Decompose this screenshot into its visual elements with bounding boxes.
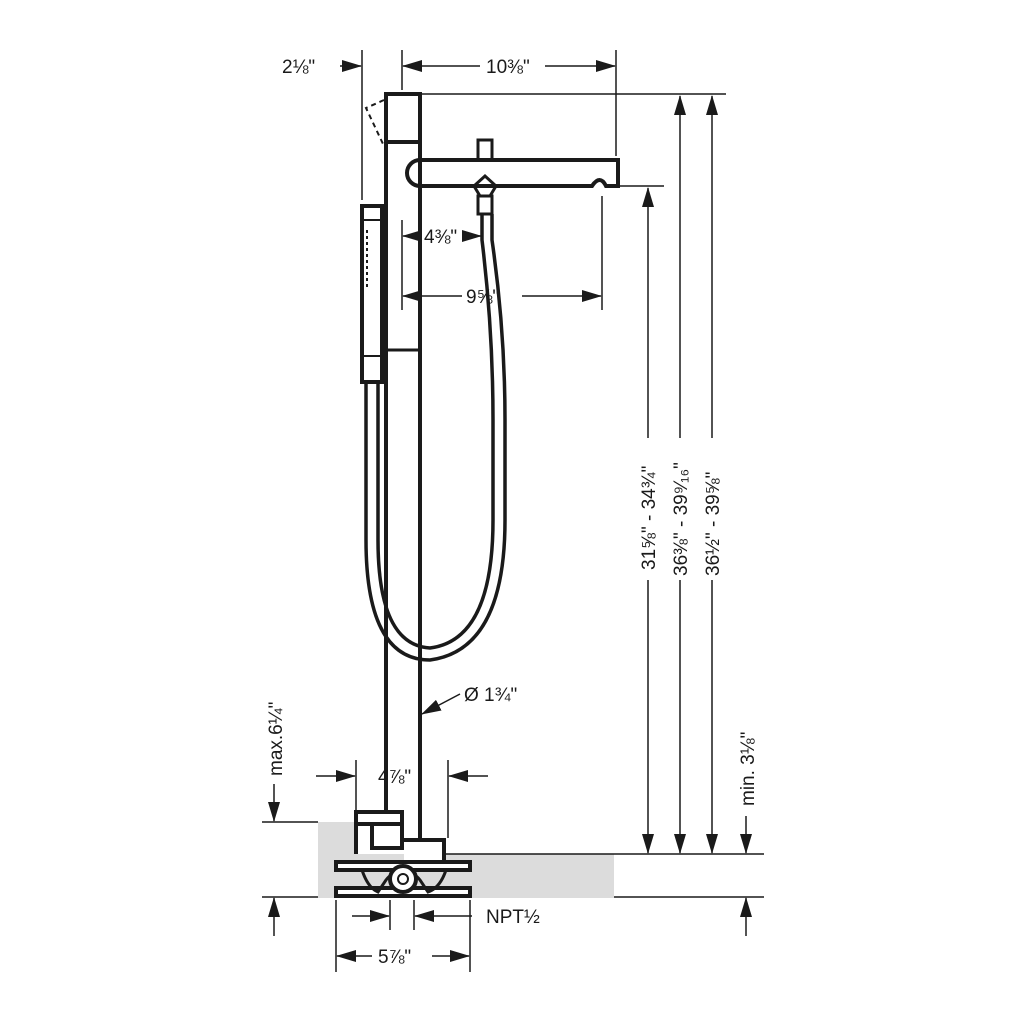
dim-max-floor-depth: max.6¼" bbox=[266, 702, 287, 776]
rotation-indicator bbox=[364, 99, 385, 147]
hand-shower-body bbox=[360, 204, 384, 384]
hose bbox=[364, 214, 507, 662]
dimension-labels: 2⅛" 10⅜" 4⅜" 9⅝" 31⅝" - 34¾" 36⅜" - 39⁹⁄… bbox=[266, 57, 759, 968]
dim-spout-to-diverter: 4⅜" bbox=[424, 227, 457, 248]
dim-rough-width: 5⅞" bbox=[378, 947, 411, 968]
diameter-leader bbox=[421, 693, 461, 715]
dim-handshower-offset: 2⅛" bbox=[282, 57, 315, 78]
dim-handle-height: 36⅜" - 39⁹⁄₁₆" bbox=[671, 462, 692, 576]
column bbox=[364, 92, 726, 840]
dim-connection: NPT½ bbox=[486, 907, 540, 928]
dim-trim-plate-width: 4⅞" bbox=[378, 767, 411, 788]
base-assembly bbox=[334, 810, 472, 898]
dim-spout-height: 31⅝" - 34¾" bbox=[639, 466, 660, 570]
trim-plate-top bbox=[354, 810, 404, 826]
dim-column-diameter: Ø 1¾" bbox=[464, 685, 517, 706]
dim-overall-height: 36½" - 39⅝" bbox=[703, 472, 724, 576]
dim-min-rough-depth: min. 3⅛" bbox=[738, 732, 759, 806]
hand-shower bbox=[360, 204, 384, 384]
dimension-lines bbox=[268, 60, 752, 962]
hose-connector bbox=[472, 173, 498, 198]
dim-spout-total: 10⅜" bbox=[486, 57, 530, 78]
spout bbox=[405, 138, 620, 216]
dim-spout-reach: 9⅝" bbox=[466, 287, 499, 308]
column-cap bbox=[384, 92, 422, 144]
diverter-knob bbox=[476, 138, 494, 162]
